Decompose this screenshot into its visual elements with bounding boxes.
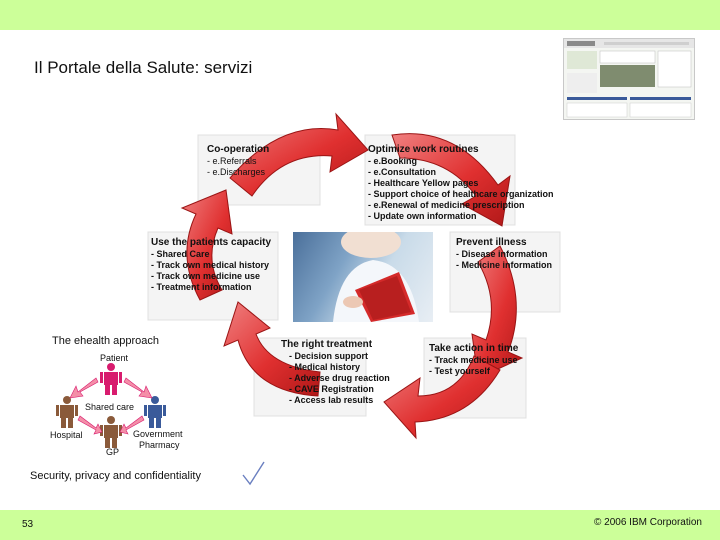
government-label: Government	[133, 429, 183, 439]
government-figure	[144, 396, 166, 428]
optimize-item: - Support choice of healthcare organizat…	[368, 189, 554, 199]
top-band	[0, 0, 720, 30]
patients-capacity-heading: Use the patients capacity	[151, 237, 272, 248]
optimize-heading: Optimize work routines	[368, 144, 479, 155]
prevent-block: Prevent illness - Disease information - …	[456, 237, 552, 271]
optimize-block: Optimize work routines - e.Booking - e.C…	[368, 144, 554, 222]
right-treatment-block: The right treatment - Decision support -…	[281, 339, 390, 406]
prevent-heading: Prevent illness	[456, 237, 527, 248]
slide-title: Il Portale della Salute: servizi	[34, 58, 253, 77]
check-icon	[242, 461, 265, 486]
prevent-item: - Disease information	[456, 249, 548, 259]
shared-care-label: Shared care	[85, 402, 135, 412]
gp-label: GP	[106, 447, 120, 457]
optimize-item: - e.Consultation	[368, 167, 436, 177]
patient-figure	[100, 363, 122, 395]
patients-capacity-item: - Treatment information	[151, 282, 252, 292]
arrow-left	[180, 189, 233, 301]
security-label: Security, privacy and confidentiality	[30, 470, 201, 482]
portal-screenshot-thumbnail	[563, 38, 695, 120]
optimize-item: - e.Booking	[368, 156, 417, 166]
arrow-hospital-gp	[77, 415, 103, 435]
page-number: 53	[22, 519, 34, 530]
patients-capacity-block: Use the patients capacity - Shared Care …	[151, 237, 271, 293]
patients-capacity-item: - Track own medicine use	[151, 271, 261, 281]
right-treatment-item: - Adverse drug reaction	[289, 373, 390, 383]
right-treatment-item: - CAVE Registration	[289, 384, 374, 394]
pharmacy-label: Pharmacy	[139, 440, 180, 450]
take-action-block: Take action in time - Track medicine use…	[429, 343, 518, 377]
gp-figure	[100, 416, 122, 448]
ehealth-title: The ehealth approach	[52, 335, 160, 347]
take-action-item: - Test yourself	[429, 366, 490, 376]
right-treatment-item: - Access lab results	[289, 395, 374, 405]
arrow-bottom-left	[223, 301, 321, 397]
patients-capacity-item: - Track own medical history	[151, 260, 270, 270]
cooperation-item: - e.Discharges	[207, 167, 266, 177]
take-action-heading: Take action in time	[429, 343, 519, 354]
patients-capacity-item: - Shared Care	[151, 249, 210, 259]
arrow-bottom-right	[383, 355, 501, 440]
hospital-label: Hospital	[50, 430, 83, 440]
right-treatment-item: - Medical history	[289, 362, 361, 372]
right-treatment-heading: The right treatment	[281, 339, 373, 350]
arrow-government-gp	[119, 415, 145, 435]
arrow-patient-hospital	[69, 377, 99, 399]
optimize-item: - e.Renewal of medicine prescription	[368, 200, 525, 210]
optimize-item: - Update own information	[368, 211, 477, 221]
bottom-band	[0, 510, 720, 540]
right-treatment-item: - Decision support	[289, 351, 369, 361]
patient-label: Patient	[100, 353, 129, 363]
nurse-photo	[293, 232, 433, 322]
arrow-patient-government	[123, 377, 153, 399]
prevent-item: - Medicine information	[456, 260, 553, 270]
optimize-item: - Healthcare Yellow pages	[368, 178, 479, 188]
cooperation-heading: Co-operation	[207, 144, 270, 155]
copyright-text: © 2006 IBM Corporation	[594, 517, 702, 528]
hospital-figure	[56, 396, 78, 428]
arrow-top-right	[391, 133, 511, 227]
cooperation-item: - e.Referrals	[207, 156, 257, 166]
arrow-top-left	[229, 112, 369, 197]
take-action-item: - Track medicine use	[429, 355, 518, 365]
cooperation-block: Co-operation - e.Referrals - e.Discharge…	[207, 144, 269, 178]
